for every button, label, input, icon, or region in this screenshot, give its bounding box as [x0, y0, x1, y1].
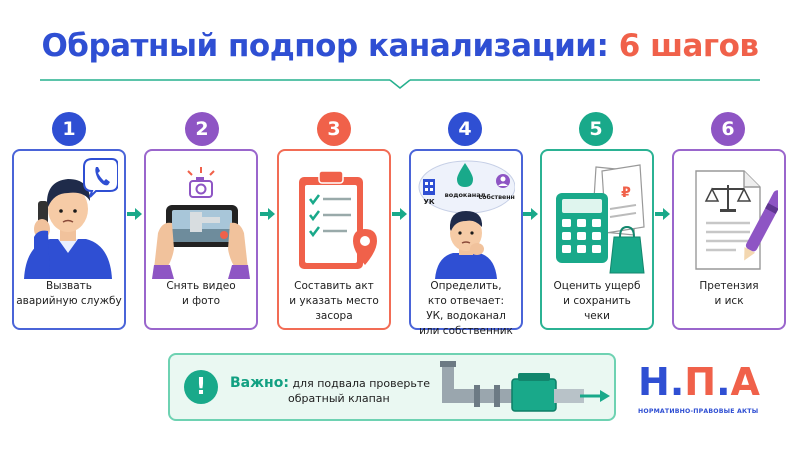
arrow-right-icon	[523, 208, 538, 220]
notice-heading: Важно:	[230, 375, 289, 391]
bubble-owner: собственник	[479, 193, 515, 201]
important-notice: ! Важно: для подвала проверьте обратный …	[168, 353, 616, 421]
step-2-card: Снять видео и фото	[144, 149, 258, 330]
phone-camera-icon	[152, 167, 250, 279]
step-5-card: ₽ Оценить ущерб и сохранить чеки	[540, 149, 654, 330]
step-5-badge: 5	[579, 112, 613, 146]
arrow-right-icon	[392, 208, 407, 220]
bubble-uk: УК	[423, 198, 434, 206]
currency-sign: ₽	[621, 185, 631, 201]
step-2-badge: 2	[185, 112, 219, 146]
step-4-card: УК водоканал собственник Определить, кто…	[409, 149, 523, 337]
step-1-badge: 1	[52, 112, 86, 146]
title-accent: 6 шагов	[618, 28, 759, 64]
title-divider	[40, 79, 760, 89]
step-3-badge: 3	[317, 112, 351, 146]
arrow-right-icon	[260, 208, 275, 220]
step-1-card: Вызвать аварийную службу	[12, 149, 126, 330]
calculator-receipt-icon: ₽	[556, 164, 645, 274]
step-4-label: Определить, кто отвечает: УК, водоканал …	[419, 280, 513, 337]
warning-icon: !	[184, 370, 218, 404]
notice-line-2: обратный клапан	[288, 392, 390, 405]
step-2-label: Снять видео и фото	[166, 280, 236, 307]
step-3-label: Составить акт и указать место засора	[289, 280, 379, 322]
thinking-person-icon: УК водоканал собственник	[418, 160, 515, 279]
arrow-right-icon	[655, 208, 670, 220]
page-title: Обратный подпор канализации: 6 шагов	[0, 28, 800, 64]
person-phone-icon	[24, 158, 118, 279]
bubble-vodokanal: водоканал	[445, 191, 486, 199]
step-3-card: Составить акт и указать место засора	[277, 149, 391, 330]
step-1-label: Вызвать аварийную службу	[16, 280, 122, 307]
step-6-card: Претензия и иск	[672, 149, 786, 330]
step-4-badge: 4	[448, 112, 482, 146]
step-6-badge: 6	[711, 112, 745, 146]
check-valve-pipe-icon	[440, 361, 610, 412]
arrow-right-icon	[127, 208, 142, 220]
clipboard-checklist-icon	[299, 170, 377, 269]
step-5-label: Оценить ущерб и сохранить чеки	[553, 280, 641, 322]
step-6-label: Претензия и иск	[699, 280, 759, 307]
logo-subtitle: НОРМАТИВНО-ПРАВОВЫЕ АКТЫ	[638, 408, 759, 415]
npa-logo: Н.П.А НОРМАТИВНО-ПРАВОВЫЕ АКТЫ	[638, 360, 760, 415]
notice-line-1: для подвала проверьте	[292, 377, 431, 390]
title-main: Обратный подпор канализации:	[41, 28, 619, 64]
legal-document-pen-icon	[695, 170, 778, 270]
